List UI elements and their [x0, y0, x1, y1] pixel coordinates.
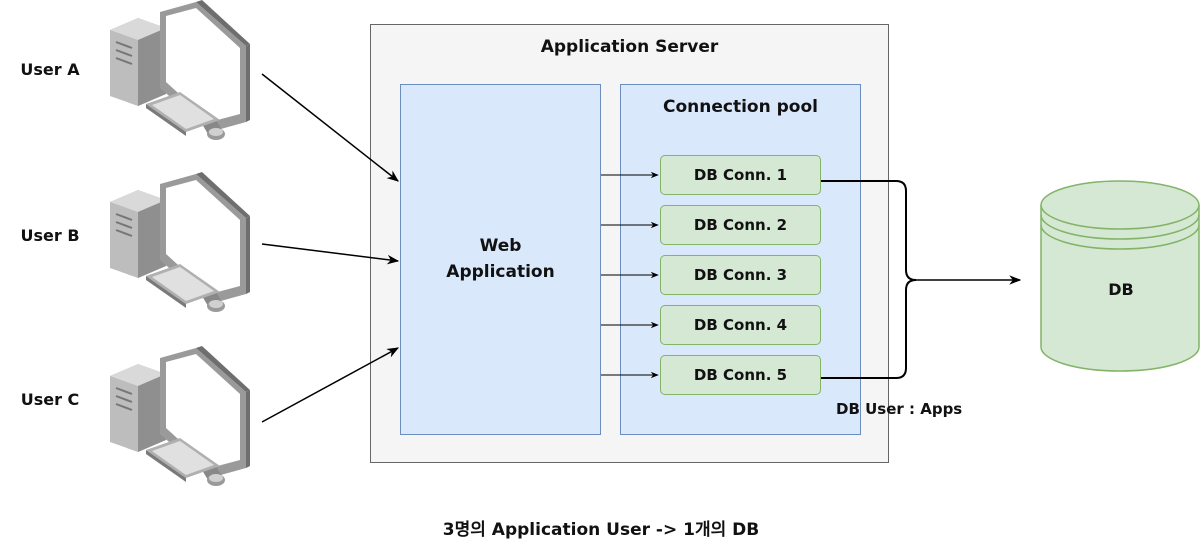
application-server-title: Application Server [540, 37, 719, 57]
db-connection-4: DB Conn. 4 [660, 305, 821, 345]
web-application-box: Web Application [400, 84, 601, 435]
arrow-user-b [261, 243, 400, 265]
user-a-label: User A [20, 60, 80, 79]
diagram-caption: 3명의 Application User -> 1개의 DB [442, 520, 760, 540]
arrow-user-a [261, 73, 399, 182]
user-c-computer-icon [109, 345, 251, 487]
db-connection-2: DB Conn. 2 [660, 205, 821, 245]
connection-pool-title: Connection pool [663, 97, 818, 117]
user-a-computer-icon [109, 0, 251, 141]
db-connection-5: DB Conn. 5 [660, 355, 821, 395]
db-user-note: DB User : Apps [836, 400, 963, 418]
web-application-label: Web Application [446, 236, 555, 282]
brace-to-db [821, 180, 917, 379]
db-connection-3: DB Conn. 3 [660, 255, 821, 295]
user-c-label: User C [20, 390, 80, 409]
user-b-computer-icon [109, 171, 251, 313]
db-label: DB [1108, 280, 1134, 299]
user-b-label: User B [20, 226, 80, 245]
arrow-user-c [261, 347, 400, 423]
database-cylinder-icon [1040, 180, 1200, 372]
db-connection-1: DB Conn. 1 [660, 155, 821, 195]
